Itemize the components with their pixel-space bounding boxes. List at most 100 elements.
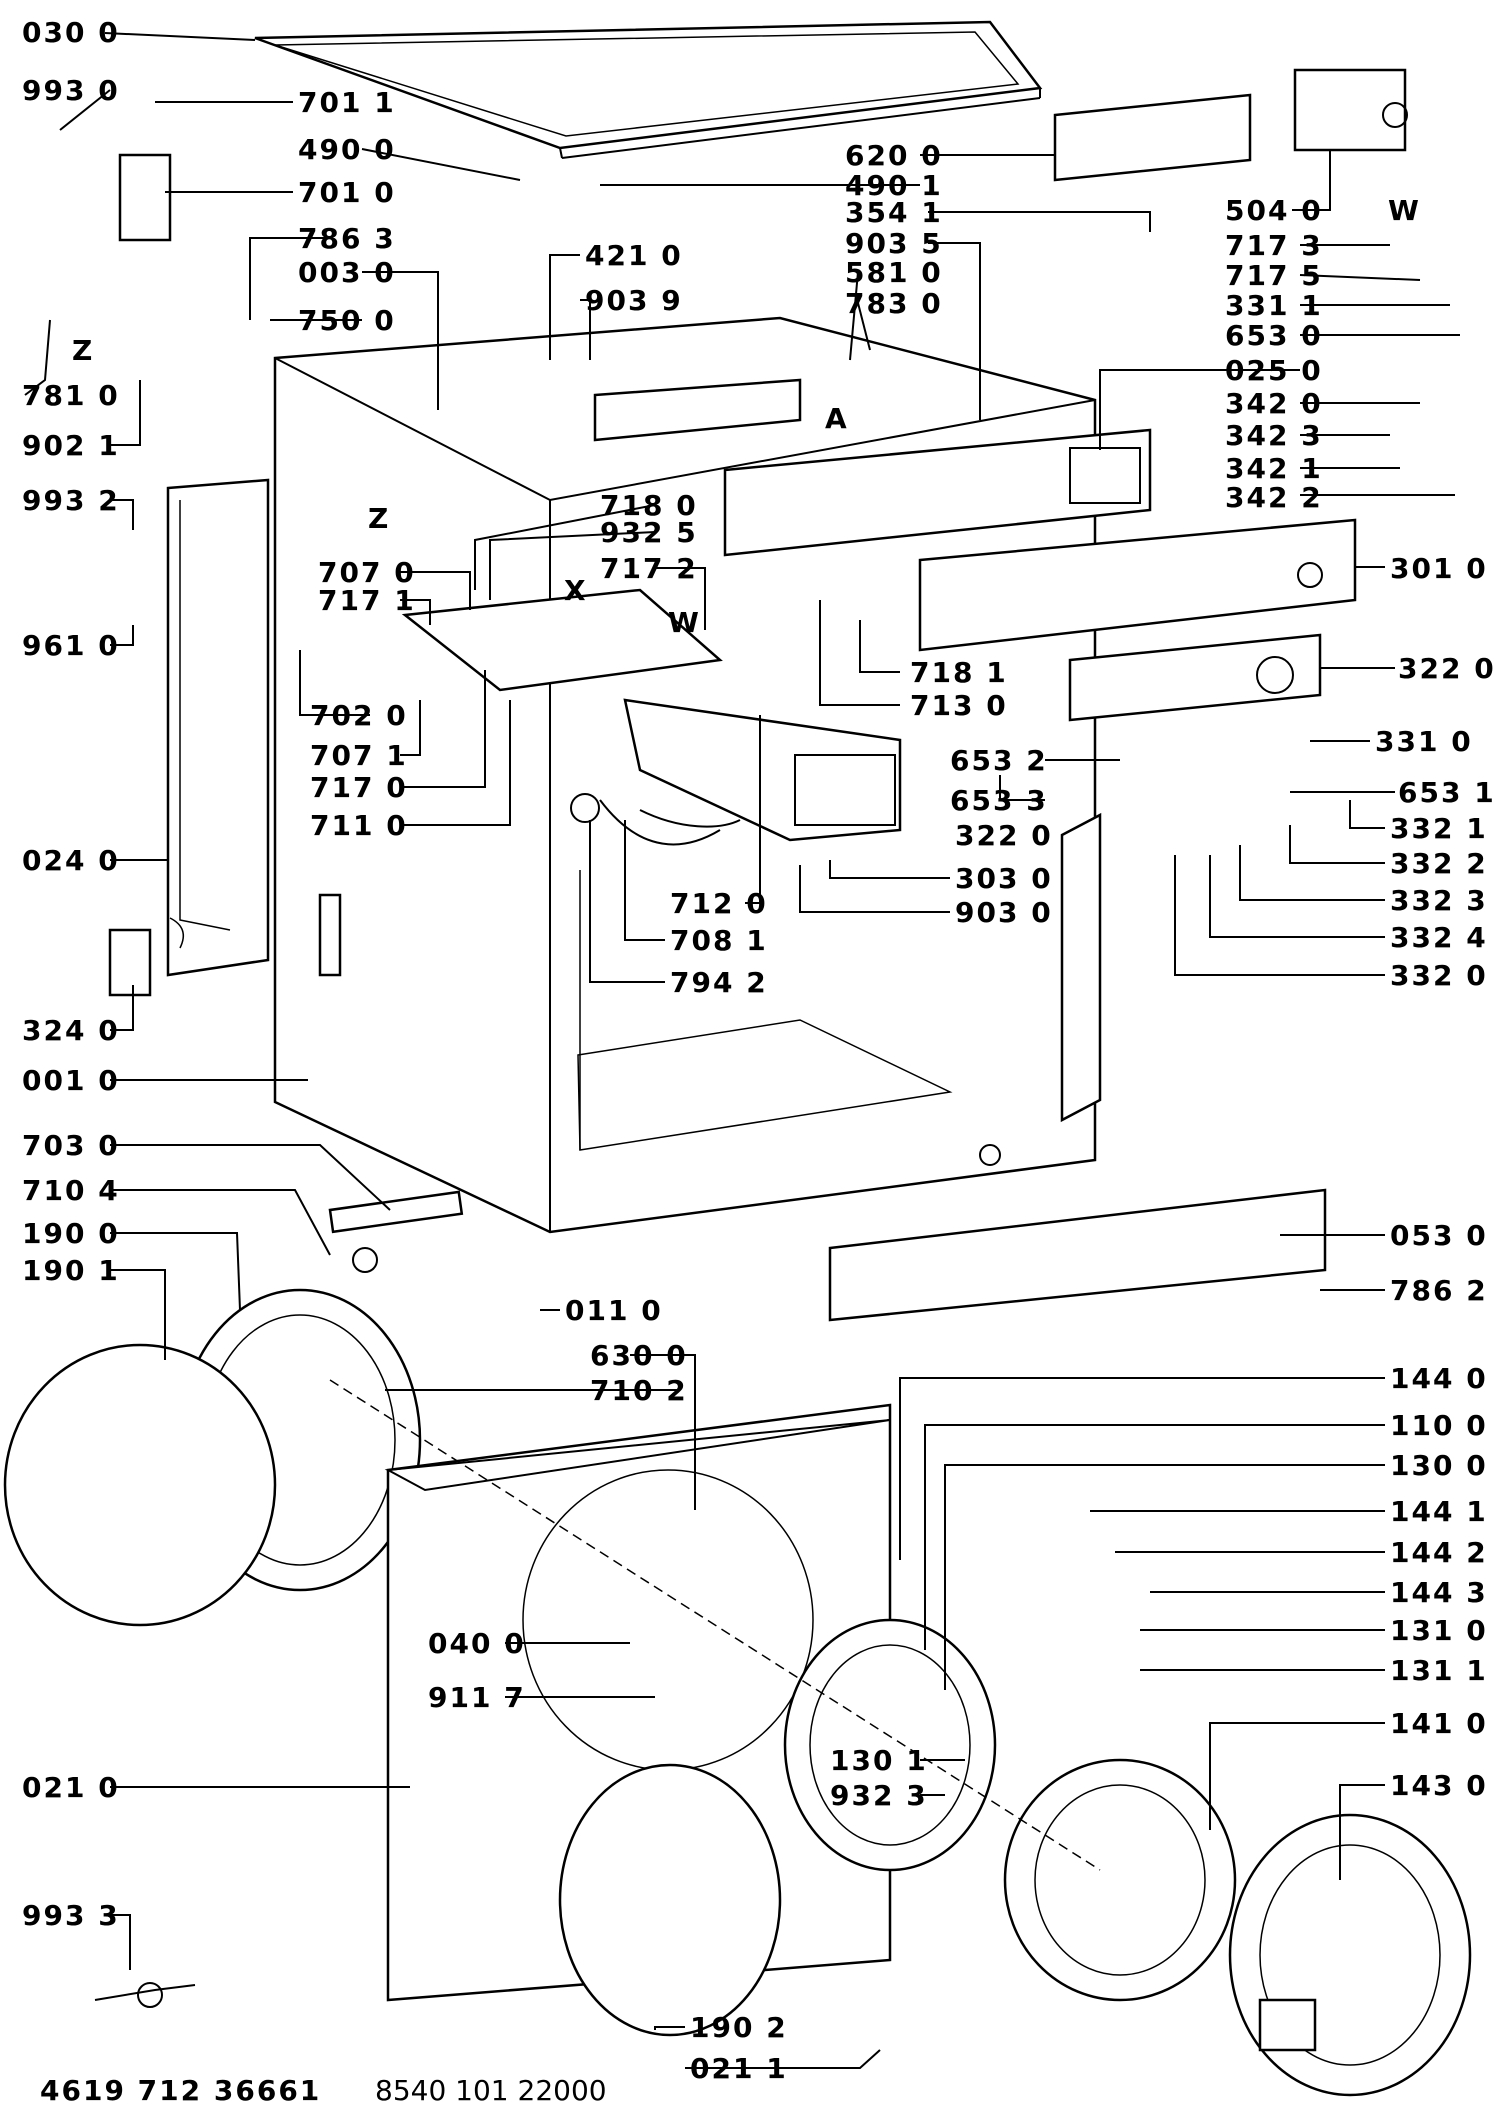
marker-w: W [668, 606, 701, 639]
drum-front [3, 1288, 422, 1627]
part-label: 504 0 [1225, 194, 1323, 227]
part-label: 322 0 [955, 819, 1053, 852]
small-parts [94, 153, 1317, 2052]
part-label: 993 0 [22, 74, 120, 107]
part-label: 144 1 [1390, 1495, 1488, 1528]
part-label: 903 0 [955, 896, 1053, 929]
part-label: 332 2 [1390, 847, 1488, 880]
part-label: 717 5 [1225, 259, 1323, 292]
part-label: 190 2 [690, 2011, 788, 2044]
part-label: 620 0 [845, 139, 943, 172]
part-label: 794 2 [670, 966, 768, 999]
part-label: 703 0 [22, 1129, 120, 1162]
part-label: 993 2 [22, 484, 120, 517]
part-label: 701 0 [298, 176, 396, 209]
part-label: 342 2 [1225, 481, 1323, 514]
part-label: 710 4 [22, 1174, 120, 1207]
marker-x: X [564, 574, 588, 607]
part-label: 354 1 [845, 196, 943, 229]
part-label: 653 1 [1398, 776, 1496, 809]
part-label: 342 1 [1225, 452, 1323, 485]
part-label: 421 0 [585, 239, 683, 272]
part-label: 303 0 [955, 862, 1053, 895]
part-label: 332 3 [1390, 884, 1488, 917]
part-label: 911 7 [428, 1681, 526, 1714]
part-label: 903 9 [585, 284, 683, 317]
part-label: 902 1 [22, 429, 120, 462]
part-label: 144 0 [1390, 1362, 1488, 1395]
part-label: 144 2 [1390, 1536, 1488, 1569]
part-label: 711 0 [310, 809, 408, 842]
footer: 4619 712 36661 8540 101 22000 [40, 2074, 607, 2107]
part-label: 130 1 [830, 1744, 928, 1777]
rear-panel [166, 478, 270, 977]
door-glass [1003, 1758, 1237, 2002]
front-panel [384, 1403, 892, 2037]
part-label: 490 1 [845, 169, 943, 202]
part-label: 332 0 [1390, 959, 1488, 992]
part-label: 717 1 [318, 584, 416, 617]
part-label: 025 0 [1225, 354, 1323, 387]
marker-w: W [1388, 194, 1421, 227]
programmer [1293, 68, 1408, 152]
reference-markers: W W Z Z X A [72, 194, 1421, 639]
part-label: 708 1 [670, 924, 768, 957]
part-label: 332 4 [1390, 921, 1488, 954]
part-label: 783 0 [845, 287, 943, 320]
part-label: 490 0 [298, 133, 396, 166]
part-label: 993 3 [22, 1899, 120, 1932]
part-label: 702 0 [310, 699, 408, 732]
plinth [828, 1188, 1327, 1322]
part-label: 130 0 [1390, 1449, 1488, 1482]
part-label: 331 0 [1375, 725, 1473, 758]
part-label: 141 0 [1390, 1707, 1488, 1740]
service-number: 8540 101 22000 [375, 2074, 607, 2107]
part-label: 040 0 [428, 1627, 526, 1660]
marker-z: Z [72, 334, 94, 367]
part-label: 786 3 [298, 222, 396, 255]
part-label: 653 3 [950, 784, 1048, 817]
leader-lines [24, 32, 1460, 2069]
part-label: 781 0 [22, 379, 120, 412]
part-label: 712 0 [670, 887, 768, 920]
part-label: 110 0 [1390, 1409, 1488, 1442]
part-label: 707 0 [318, 556, 416, 589]
part-label: 143 0 [1390, 1769, 1488, 1802]
part-label: 021 1 [690, 2052, 788, 2085]
part-label: 011 0 [565, 1294, 663, 1327]
part-label: 717 2 [600, 552, 698, 585]
part-labels: 030 0 993 0 701 1 490 0 701 0 786 3 003 … [22, 16, 1496, 2085]
part-label: 342 3 [1225, 419, 1323, 452]
part-label: 932 3 [830, 1779, 928, 1812]
part-label: 331 1 [1225, 289, 1323, 322]
electronic-board [1053, 93, 1252, 182]
control-panel [723, 428, 1357, 722]
part-label: 021 0 [22, 1771, 120, 1804]
part-label: 001 0 [22, 1064, 120, 1097]
part-label: 717 3 [1225, 229, 1323, 262]
part-label: 653 2 [950, 744, 1048, 777]
part-label: 024 0 [22, 844, 120, 877]
part-label: 701 1 [298, 86, 396, 119]
part-label: 030 0 [22, 16, 120, 49]
part-label: 190 1 [22, 1254, 120, 1287]
part-label: 053 0 [1390, 1219, 1488, 1252]
part-label: 332 1 [1390, 812, 1488, 845]
part-label: 718 0 [600, 489, 698, 522]
part-label: 630 0 [590, 1339, 688, 1372]
part-label: 003 0 [298, 256, 396, 289]
part-label: 301 0 [1390, 552, 1488, 585]
dispenser [401, 588, 902, 846]
part-label: 131 0 [1390, 1614, 1488, 1647]
part-label: 322 0 [1398, 652, 1496, 685]
part-label: 653 0 [1225, 319, 1323, 352]
part-label: 903 5 [845, 227, 943, 260]
document-number: 4619 712 36661 [40, 2074, 321, 2107]
part-label: 324 0 [22, 1014, 120, 1047]
part-label: 717 0 [310, 771, 408, 804]
marker-a: A [825, 402, 849, 435]
part-label: 190 0 [22, 1217, 120, 1250]
part-label: 707 1 [310, 739, 408, 772]
part-label: 961 0 [22, 629, 120, 662]
